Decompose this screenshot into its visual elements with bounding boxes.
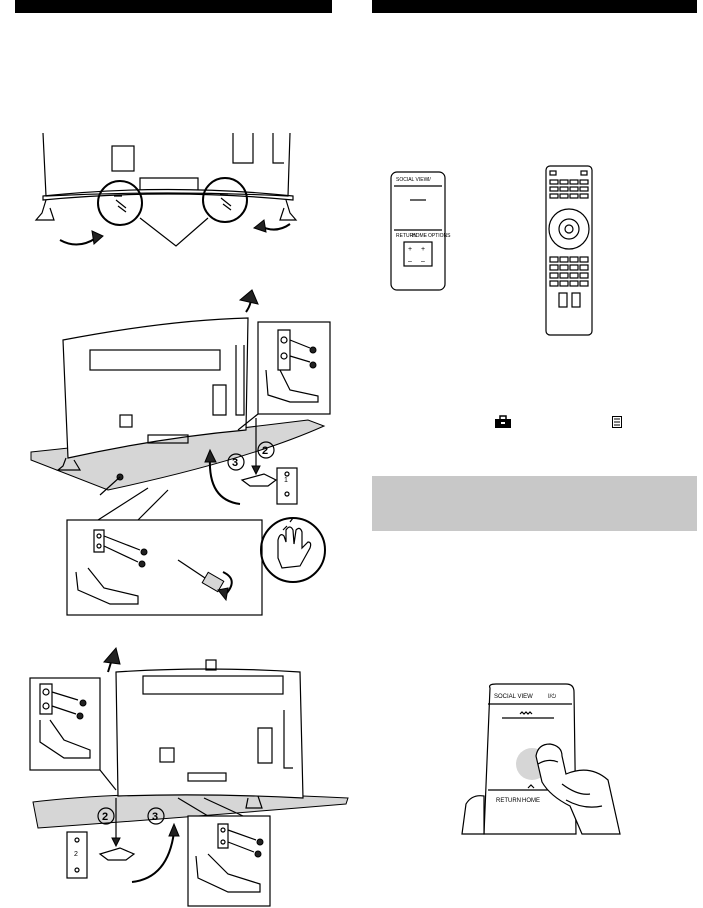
left-section-header-bar — [15, 0, 332, 13]
right-section-header-bar — [372, 0, 697, 13]
step-3-label: 3 — [232, 457, 238, 469]
section-heading-banner — [372, 476, 697, 531]
step-3-label-lower: 3 — [152, 811, 158, 823]
tv-stand-rotate-illustration — [34, 132, 298, 247]
left-bracket-circle — [97, 180, 143, 226]
step-2-label: 2 — [262, 445, 268, 457]
right-bracket-circle — [202, 177, 248, 223]
social-view-label: SOCIAL VIEW — [494, 694, 533, 700]
touchpad-remote-illustration: SOCIAL VIEW I/ RETURN HOME OPTIONS + + – – — [390, 171, 451, 291]
toolbox-icon — [495, 415, 511, 428]
stand-removal-illustration-1: 3 2 1 — [30, 289, 331, 616]
side-label-1: 1 — [284, 477, 288, 484]
touchpad-remote-hand-illustration: SOCIAL VIEW I/⏻ RETURN HOME — [461, 683, 621, 835]
svg-text:OPTIONS: OPTIONS — [428, 233, 451, 239]
svg-text:SOCIAL VIEW: SOCIAL VIEW — [396, 177, 429, 183]
options-icon — [612, 416, 622, 428]
svg-text:HOME: HOME — [412, 233, 428, 239]
svg-text:RETURN: RETURN — [396, 233, 417, 239]
stand-removal-illustration-2: 2 3 2 — [29, 646, 349, 907]
svg-text:I/: I/ — [428, 177, 431, 183]
side-label-2: 2 — [74, 851, 78, 858]
power-label: I/⏻ — [548, 693, 556, 700]
step-2-label-lower: 2 — [102, 811, 108, 823]
return-label: RETURN — [496, 798, 521, 804]
svg-text:–: – — [421, 258, 425, 265]
svg-text:+: + — [421, 246, 425, 253]
standard-remote-illustration — [545, 165, 593, 336]
svg-text:–: – — [408, 258, 412, 265]
home-label: HOME — [522, 798, 540, 804]
svg-text:+: + — [408, 246, 412, 253]
screwdriver-icon — [177, 559, 233, 602]
